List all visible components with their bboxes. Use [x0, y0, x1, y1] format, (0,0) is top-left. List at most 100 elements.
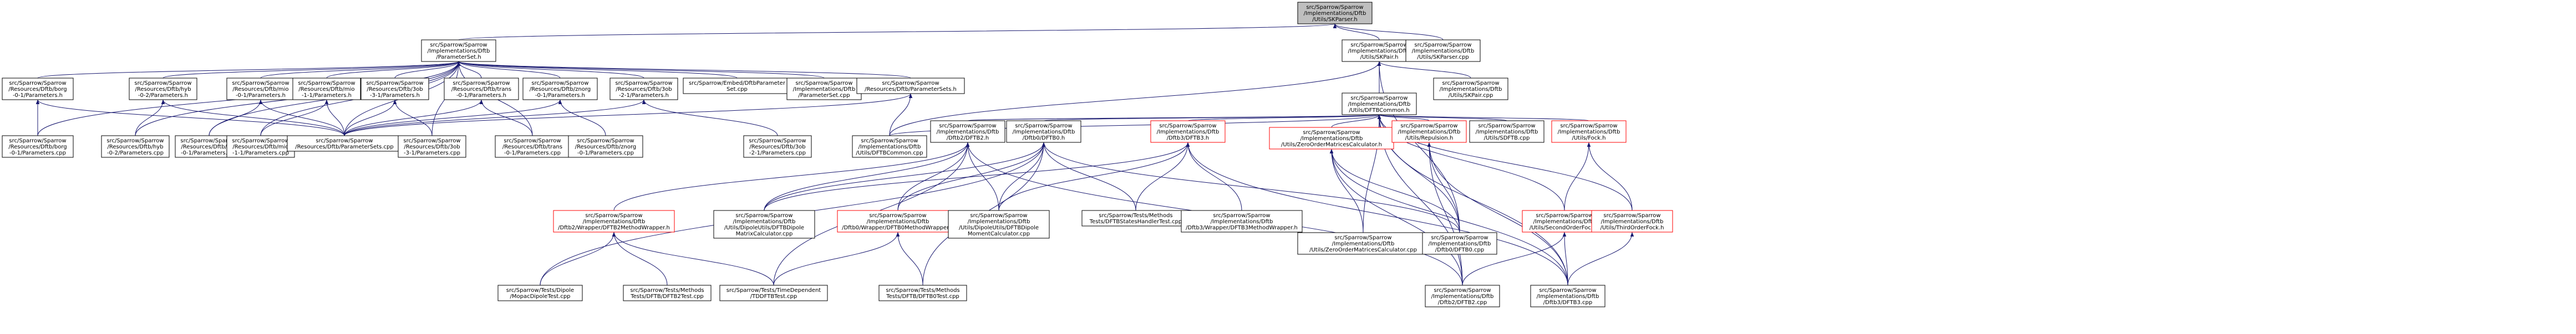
- graph-node-dftb0mw-h[interactable]: src/Sparrow/Sparrow/Implementations/Dftb…: [837, 210, 959, 233]
- graph-node-znorg01-cpp[interactable]: src/Sparrow/Sparrow/Resources/Dftb/znorg…: [568, 135, 643, 158]
- node-label-line: src/Sparrow/Sparrow: [1213, 213, 1270, 219]
- graph-node-dftb0test-cpp[interactable]: src/Sparrow/Tests/MethodsTests/DFTB/DFTB…: [878, 285, 967, 301]
- graph-node-znorg01-h[interactable]: src/Sparrow/Sparrow/Resources/Dftb/znorg…: [522, 78, 598, 100]
- node-label-line: /Resources/Dftb/mio: [232, 86, 288, 93]
- graph-edge: [1427, 142, 1460, 233]
- graph-node-dftb0-h[interactable]: src/Sparrow/Sparrow/Implementations/Dftb…: [1006, 120, 1081, 143]
- node-box: [129, 78, 197, 100]
- node-label-line: /Utils/DFTBCommon.cpp: [856, 150, 923, 156]
- graph-node-3ob21-h[interactable]: src/Sparrow/Sparrow/Resources/Dftb/3ob-2…: [609, 78, 678, 100]
- node-label-line: src/Sparrow/Sparrow: [531, 80, 588, 86]
- graph-node-dipolemom-cpp[interactable]: src/Sparrow/Sparrow/Implementations/Dftb…: [948, 210, 1050, 239]
- node-label-line: /Dftb3/DFTB3.cpp: [1543, 300, 1592, 306]
- node-box: [623, 285, 712, 301]
- node-label-line: src/Sparrow/Sparrow: [1560, 123, 1617, 129]
- graph-node-3ob21-cpp[interactable]: src/Sparrow/Sparrow/Resources/Dftb/3ob-2…: [743, 135, 812, 158]
- graph-edge: [260, 61, 461, 79]
- node-label-line: /ParameterSet.h: [436, 54, 481, 60]
- graph-edge: [613, 142, 970, 211]
- graph-node-mio01-h[interactable]: src/Sparrow/Sparrow/Resources/Dftb/mio-0…: [226, 78, 295, 100]
- node-label-line: -1-1/Parameters.h: [302, 93, 352, 99]
- node-label-line: src/Sparrow/Sparrow: [1414, 42, 1471, 48]
- graph-node-dftb0-cpp[interactable]: src/Sparrow/Sparrow/Implementations/Dftb…: [1422, 232, 1497, 255]
- graph-node-dftb3-h[interactable]: src/Sparrow/Sparrow/Implementations/Dftb…: [1150, 120, 1226, 143]
- graph-edge: [764, 142, 970, 211]
- graph-node-fock-h[interactable]: src/Sparrow/Sparrow/Implementations/Dftb…: [1551, 120, 1627, 143]
- node-label-line: /Implementations/Dftb: [1431, 294, 1494, 300]
- graph-node-dftbcommon-cpp[interactable]: src/Sparrow/Sparrow/Implementations/Dftb…: [852, 135, 927, 158]
- graph-node-states-cpp[interactable]: src/Sparrow/Tests/MethodsTests/DFTBState…: [1081, 210, 1190, 227]
- node-label-line: -0-1/Parameters.h: [236, 93, 286, 99]
- node-box: [1391, 120, 1467, 143]
- graph-node-borg-h[interactable]: src/Sparrow/Sparrow/Resources/Dftb/borg-…: [2, 78, 74, 100]
- graph-edge: [764, 142, 1190, 211]
- graph-node-skpair-h[interactable]: src/Sparrow/Sparrow/Implementations/Dftb…: [1342, 39, 1417, 62]
- node-label-line: /Utils/ZeroOrderMatricesCalculator.h: [1281, 142, 1382, 148]
- graph-node-mio11-h[interactable]: src/Sparrow/Sparrow/Resources/Dftb/mio-1…: [292, 78, 361, 100]
- node-label-line: /Utils/SKParser.h: [1312, 17, 1358, 23]
- graph-node-tdtest-cpp[interactable]: src/Sparrow/Tests/TimeDependent/TDDFTBTe…: [719, 285, 828, 301]
- graph-node-param-set-h[interactable]: src/Sparrow/Sparrow/Implementations/Dftb…: [421, 39, 496, 62]
- graph-edge: [612, 232, 668, 286]
- graph-node-mopac-cpp[interactable]: src/Sparrow/Tests/Dipole/MopacDipoleTest…: [497, 285, 583, 301]
- node-label-line: /Implementations/Dftb: [1348, 48, 1411, 54]
- graph-edge: [612, 232, 774, 286]
- node-label-line: /Implementations/Dftb: [1533, 219, 1596, 225]
- node-label-line: /Resources/Dftb/trans: [451, 86, 511, 93]
- graph-node-third-h[interactable]: src/Sparrow/Sparrow/Implementations/Dftb…: [1591, 210, 1673, 233]
- graph-node-param-sets-h[interactable]: src/Sparrow/Sparrow/Resources/Dftb/Param…: [856, 78, 965, 94]
- graph-edge: [896, 232, 923, 286]
- graph-node-skpair-cpp[interactable]: src/Sparrow/Sparrow/Implementations/Dftb…: [1433, 78, 1508, 100]
- graph-node-hyb-cpp[interactable]: src/Sparrow/Sparrow/Resources/Dftb/hyb-0…: [101, 135, 170, 158]
- node-label-line: /Resources/Dftb/3ob: [749, 144, 805, 150]
- graph-edge: [1041, 142, 1136, 211]
- node-label-line: /Implementations/Dftb: [1476, 129, 1538, 135]
- graph-node-trans01-cpp[interactable]: src/Sparrow/Sparrow/Resources/Dftb/trans…: [495, 135, 570, 158]
- graph-edge: [161, 99, 345, 136]
- node-label-line: /Resources/Dftb/znorg: [575, 144, 636, 150]
- node-label-line: /Implementations/Dftb: [858, 144, 921, 150]
- graph-node-param-set-cpp[interactable]: src/Sparrow/Sparrow/Implementations/Dftb…: [786, 78, 862, 100]
- graph-node-dftb2-h[interactable]: src/Sparrow/Sparrow/Implementations/Dftb…: [930, 120, 1005, 143]
- graph-node-zeroorder-h[interactable]: src/Sparrow/Sparrow/Implementations/Dftb…: [1269, 127, 1394, 150]
- graph-node-trans01-h[interactable]: src/Sparrow/Sparrow/Resources/Dftb/trans…: [444, 78, 519, 100]
- graph-node-dftb2mw-h[interactable]: src/Sparrow/Sparrow/Implementations/Dftb…: [553, 210, 675, 233]
- graph-edge: [1329, 148, 1568, 286]
- graph-node-dftb2-cpp[interactable]: src/Sparrow/Sparrow/Implementations/Dftb…: [1425, 285, 1500, 307]
- graph-node-dftbcommon-h[interactable]: src/Sparrow/Sparrow/Implementations/Dftb…: [1342, 93, 1417, 115]
- node-box: [1530, 285, 1605, 307]
- graph-node-param-sets-cpp[interactable]: src/Sparrow/Sparrow/Resources/Dftb/Param…: [287, 135, 402, 152]
- node-box: [1591, 210, 1673, 233]
- graph-edge: [1427, 142, 1463, 286]
- graph-node-skparser-cpp[interactable]: src/Sparrow/Sparrow/Implementations/Dftb…: [1405, 39, 1481, 62]
- graph-edge: [1377, 61, 1471, 79]
- graph-node-dftb3mw-h[interactable]: src/Sparrow/Sparrow/Implementations/Dftb…: [1181, 210, 1303, 233]
- graph-edge: [344, 99, 562, 136]
- node-label-line: src/Sparrow/Sparrow: [298, 80, 355, 86]
- node-box: [786, 78, 862, 100]
- node-label-line: -0-1/Parameters.h: [535, 93, 585, 99]
- node-label-line: /Implementations/Dftb: [1157, 129, 1220, 135]
- graph-node-hyb-h[interactable]: src/Sparrow/Sparrow/Resources/Dftb/hyb-0…: [129, 78, 197, 100]
- graph-node-borg-cpp[interactable]: src/Sparrow/Sparrow/Resources/Dftb/borg-…: [2, 135, 74, 158]
- graph-edge: [326, 61, 461, 79]
- graph-node-dftb3-cpp[interactable]: src/Sparrow/Sparrow/Implementations/Dftb…: [1530, 285, 1605, 307]
- graph-node-zeroorder-cpp[interactable]: src/Sparrow/Sparrow/Implementations/Dftb…: [1297, 232, 1429, 255]
- graph-node-sdftb-cpp[interactable]: src/Sparrow/Sparrow/Implementations/Dftb…: [1469, 120, 1544, 143]
- node-box: [292, 78, 361, 100]
- node-label-line: src/Sparrow/Sparrow: [430, 42, 487, 48]
- node-label-line: /Implementations/Dftb: [428, 48, 490, 54]
- graph-node-dftb2test-cpp[interactable]: src/Sparrow/Tests/MethodsTests/DFTB/DFTB…: [623, 285, 712, 301]
- graph-node-dipole-cpp[interactable]: src/Sparrow/Sparrow/Implementations/Dftb…: [713, 210, 815, 239]
- graph-node-mio11-cpp[interactable]: src/Sparrow/Sparrow/Resources/Dftb/mio-1…: [226, 135, 295, 158]
- node-box: [852, 135, 927, 158]
- node-box: [878, 285, 967, 301]
- graph-edge: [1427, 142, 1568, 286]
- graph-node-3ob13-h[interactable]: src/Sparrow/Sparrow/Resources/Dftb/3ob-3…: [360, 78, 429, 100]
- node-label-line: src/Sparrow/Sparrow: [1015, 123, 1072, 129]
- node-box: [1342, 93, 1417, 115]
- graph-node-3ob13-cpp[interactable]: src/Sparrow/Sparrow/Resources/Dftb/3ob-3…: [398, 135, 466, 158]
- graph-node-repulsion-h[interactable]: src/Sparrow/Sparrow/Implementations/Dftb…: [1391, 120, 1467, 143]
- graph-edges: [35, 23, 1634, 286]
